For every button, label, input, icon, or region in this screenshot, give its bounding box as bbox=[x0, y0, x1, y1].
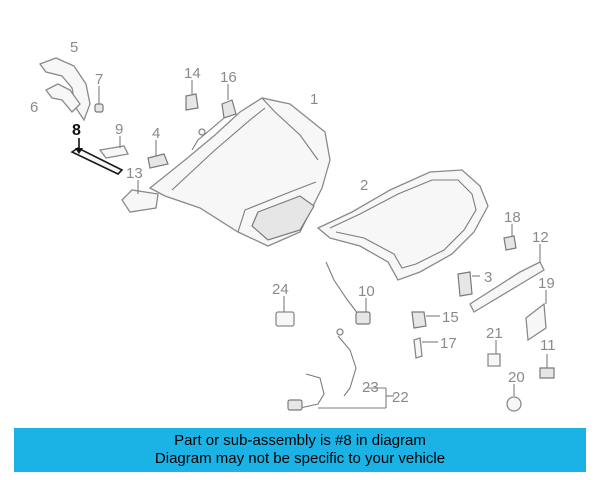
part-8-highlighted-strut[interactable] bbox=[70, 138, 124, 175]
part-gas-strut[interactable] bbox=[325, 261, 371, 325]
part-nut[interactable] bbox=[506, 384, 522, 412]
part-actuator-cable[interactable] bbox=[191, 84, 237, 151]
callout-3: 3 bbox=[484, 269, 492, 286]
callout-7: 7 bbox=[95, 71, 103, 88]
callout-13: 13 bbox=[126, 165, 143, 182]
part-weatherstrip[interactable] bbox=[316, 169, 489, 281]
note-line-part-number: Part or sub-assembly is #8 in diagram bbox=[174, 432, 426, 449]
callout-20: 20 bbox=[508, 369, 525, 386]
callout-1: 1 bbox=[310, 91, 318, 108]
callout-21: 21 bbox=[486, 325, 503, 342]
callout-15: 15 bbox=[442, 309, 459, 326]
part-latch[interactable] bbox=[185, 80, 199, 111]
callout-8-highlighted: 8 bbox=[72, 122, 81, 139]
part-pad[interactable] bbox=[275, 296, 295, 327]
part-grommet[interactable] bbox=[411, 311, 440, 329]
callout-11: 11 bbox=[540, 337, 556, 354]
diagram-note-banner: Part or sub-assembly is #8 in diagram Di… bbox=[14, 428, 586, 472]
callout-23: 23 bbox=[362, 379, 379, 396]
part-cover[interactable] bbox=[525, 290, 547, 342]
part-cap[interactable] bbox=[539, 354, 555, 379]
callout-14: 14 bbox=[184, 65, 201, 82]
part-wiring-harness[interactable] bbox=[287, 328, 394, 411]
callout-12: 12 bbox=[532, 229, 549, 246]
callout-10: 10 bbox=[358, 283, 375, 300]
part-fastener[interactable] bbox=[413, 337, 438, 359]
part-pin[interactable] bbox=[487, 340, 501, 367]
callout-19: 19 bbox=[538, 275, 555, 292]
part-bolt[interactable] bbox=[94, 86, 104, 113]
parts-diagram: 1 2 3 4 5 6 7 8 9 10 11 12 13 14 15 16 1… bbox=[30, 39, 556, 412]
callout-5: 5 bbox=[70, 39, 78, 56]
callout-4: 4 bbox=[152, 125, 160, 142]
note-line-disclaimer: Diagram may not be specific to your vehi… bbox=[154, 450, 446, 467]
part-small-bracket[interactable] bbox=[98, 136, 129, 159]
part-clip[interactable] bbox=[503, 224, 517, 251]
callout-18: 18 bbox=[504, 209, 521, 226]
callout-9: 9 bbox=[115, 121, 123, 138]
callout-24: 24 bbox=[272, 281, 289, 298]
callout-17: 17 bbox=[440, 335, 457, 352]
callout-2: 2 bbox=[360, 177, 368, 194]
callout-22: 22 bbox=[392, 389, 409, 406]
part-trim-strip[interactable] bbox=[469, 244, 545, 313]
callout-6: 6 bbox=[30, 99, 38, 116]
part-trunk-lid[interactable] bbox=[148, 97, 331, 247]
part-striker[interactable] bbox=[147, 140, 169, 169]
part-hinge-bracket[interactable] bbox=[45, 83, 81, 113]
callout-16: 16 bbox=[220, 69, 237, 86]
part-spring[interactable] bbox=[457, 271, 480, 297]
part-lock-plate[interactable] bbox=[121, 180, 159, 213]
